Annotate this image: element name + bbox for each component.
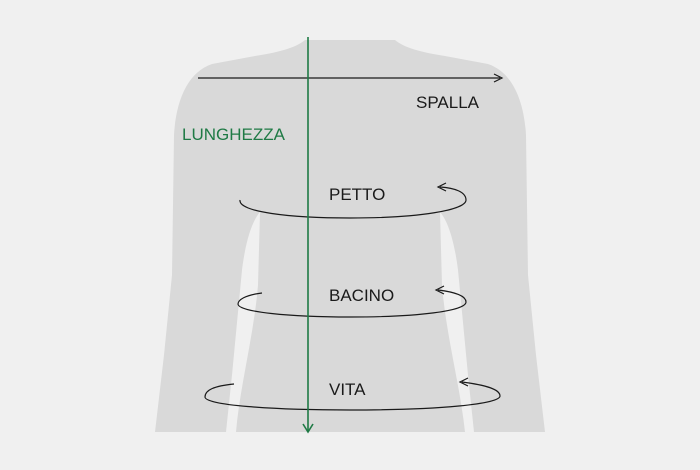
- chest-measure: [239, 182, 467, 219]
- waist-label: VITA: [329, 380, 366, 399]
- shoulder-label: SPALLA: [416, 93, 480, 112]
- pelvis-loop: [237, 289, 467, 318]
- length-label: LUNGHEZZA: [182, 125, 286, 144]
- shoulder-measure: [198, 73, 504, 83]
- length-arrowhead: [302, 423, 314, 434]
- waist-loop: [204, 381, 501, 411]
- chest-arrowhead: [436, 182, 447, 192]
- waist-measure: [204, 377, 501, 411]
- pelvis-measure: [237, 285, 467, 318]
- waist-arrowhead: [458, 377, 469, 387]
- chest-label: PETTO: [329, 185, 385, 204]
- chest-loop: [239, 186, 467, 219]
- length-measure: [302, 37, 314, 434]
- shoulder-arrowhead: [493, 73, 504, 83]
- pelvis-label: BACINO: [329, 286, 394, 305]
- pelvis-arrowhead: [434, 285, 445, 295]
- torso-silhouette: [155, 40, 545, 432]
